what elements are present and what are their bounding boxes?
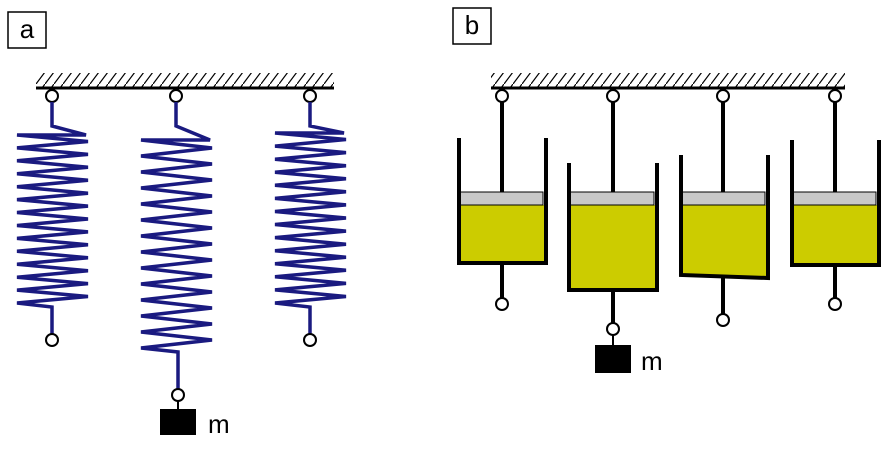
top-pin-joint — [716, 89, 730, 103]
panel-a: a m — [7, 11, 347, 439]
unloaded-spring-right — [274, 89, 347, 347]
damper-3 — [679, 89, 770, 327]
bottom-pin-joint — [495, 297, 509, 311]
bottom-pin-joint — [171, 388, 185, 402]
damper-fluid — [459, 205, 546, 263]
piston-head — [680, 191, 766, 206]
panel-b-label: b — [465, 10, 479, 40]
ceiling-hatch-a — [36, 73, 334, 87]
loaded-spring-middle: m — [140, 89, 230, 439]
damper-fluid — [681, 205, 768, 278]
damper-fluid — [792, 205, 879, 265]
damper-1 — [457, 89, 548, 311]
spring-coil — [274, 102, 347, 334]
piston-head — [568, 191, 655, 206]
unloaded-spring-left — [16, 89, 89, 347]
piston-head — [791, 191, 877, 206]
mass-block-b — [595, 345, 631, 373]
top-pin-joint — [169, 89, 183, 103]
top-pin-joint — [495, 89, 509, 103]
top-pin-joint — [303, 89, 317, 103]
panel-b: b m — [452, 7, 881, 376]
bottom-pin-joint — [45, 333, 59, 347]
panel-b-label-box — [452, 7, 492, 45]
spring-coil — [140, 102, 213, 389]
damper-4 — [790, 89, 881, 311]
spring-coil — [16, 102, 89, 334]
bottom-pin-joint — [303, 333, 317, 347]
ceiling-hatch-b — [491, 73, 845, 87]
top-pin-joint — [45, 89, 59, 103]
damper-fluid — [569, 205, 657, 290]
damper-2: m — [567, 89, 663, 376]
panel-a-label: a — [20, 14, 35, 44]
panel-a-label-box — [7, 11, 47, 49]
mass-label-b: m — [641, 346, 663, 376]
mass-block-a — [160, 409, 196, 435]
bottom-pin-joint — [716, 313, 730, 327]
bottom-pin-joint — [828, 297, 842, 311]
piston-head — [458, 191, 544, 206]
mass-label-a: m — [208, 409, 230, 439]
top-pin-joint — [828, 89, 842, 103]
bottom-pin-joint — [606, 322, 620, 336]
top-pin-joint — [606, 89, 620, 103]
